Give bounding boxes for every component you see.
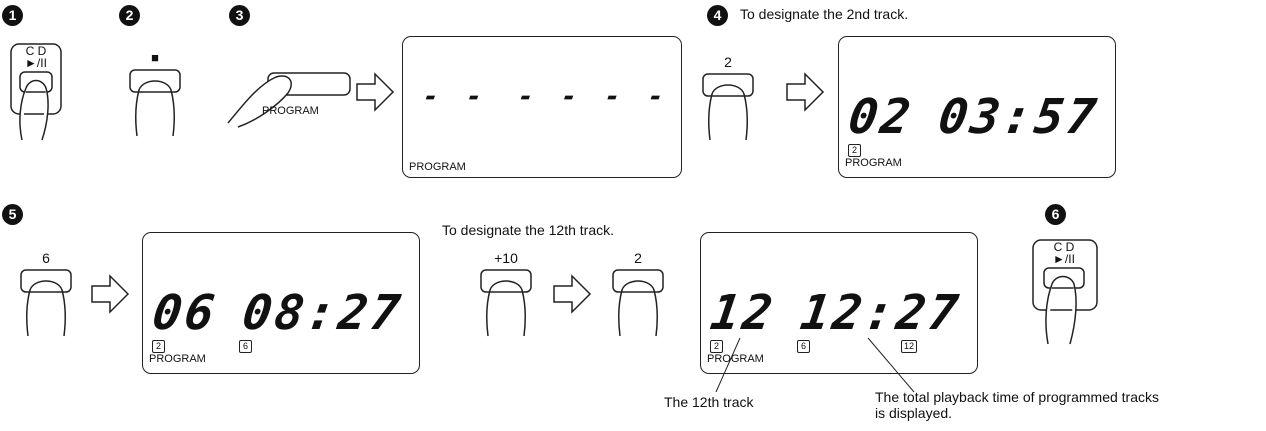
step4-caption: To designate the 2nd track. — [740, 6, 909, 22]
number-button-outline — [480, 269, 532, 337]
lcd-program-label: PROGRAM — [409, 161, 466, 173]
number-button-outline — [612, 269, 664, 337]
stop-button[interactable]: ■ — [127, 50, 187, 140]
number-2-label: 2 — [724, 54, 732, 70]
stop-button-outline — [129, 69, 181, 137]
number-2-button-second[interactable]: 2 — [610, 250, 670, 340]
program-box-6: 6 — [797, 340, 810, 353]
plus10-button[interactable]: +10 — [478, 250, 538, 340]
program-box-2: 2 — [152, 340, 165, 353]
track12-callout: The 12th track — [664, 394, 754, 410]
total-time-callout-line1: The total playback time of programmed tr… — [875, 389, 1160, 405]
total-time-callout-line2: is displayed. — [875, 405, 953, 421]
step-1-marker: 1 — [2, 5, 23, 26]
cd-play-pause-button-outline — [1032, 239, 1098, 345]
lcd-display-track-12: 12 12:27 2 6 12 PROGRAM — [700, 232, 978, 374]
arrow-right-icon — [91, 274, 130, 314]
number-button-outline — [702, 73, 754, 141]
program-button-label: PROGRAM — [262, 105, 319, 117]
cd-label: C D — [25, 44, 47, 58]
cd-label: C D — [1053, 240, 1075, 254]
lcd-display-track-06: 06 08:27 2 6 PROGRAM — [142, 232, 420, 374]
arrow-right-icon — [553, 274, 592, 314]
number-2-button[interactable]: 2 — [700, 54, 760, 144]
step-5-marker: 5 — [2, 204, 23, 225]
program-box-12: 12 — [901, 340, 917, 353]
program-box-2: 2 — [710, 340, 723, 353]
lcd-display-track-02: 02 03:57 2 PROGRAM — [838, 36, 1116, 178]
step-3-marker: 3 — [229, 5, 250, 26]
step-2-marker: 2 — [119, 5, 140, 26]
step5-caption: To designate the 12th track. — [442, 222, 614, 238]
cd-play-pause-button-6[interactable]: C D ►/II — [1030, 238, 1120, 348]
number-6-button[interactable]: 6 — [18, 250, 78, 340]
lcd-program-label: PROGRAM — [149, 353, 206, 365]
stop-icon: ■ — [151, 50, 159, 65]
program-button-outline — [227, 72, 351, 128]
number-2-label: 2 — [634, 250, 642, 266]
program-box-2: 2 — [848, 144, 861, 157]
cd-play-pause-button-1[interactable]: C D ►/II — [8, 42, 98, 142]
number-6-label: 6 — [42, 250, 50, 266]
program-button[interactable]: PROGRAM — [218, 65, 368, 135]
play-pause-icon: ►/II — [25, 56, 47, 70]
step-4-marker: 4 — [707, 5, 728, 26]
lcd-display-program-empty: - - - - - - PROGRAM — [402, 36, 682, 178]
number-button-outline — [20, 269, 72, 337]
plus10-label: +10 — [494, 250, 518, 266]
step-6-marker: 6 — [1045, 204, 1066, 225]
program-box-6: 6 — [239, 340, 252, 353]
lcd-program-label: PROGRAM — [845, 157, 902, 169]
cd-play-pause-button-outline — [10, 43, 62, 141]
arrow-right-icon — [786, 72, 825, 112]
play-pause-icon: ►/II — [1053, 252, 1075, 266]
lcd-program-label: PROGRAM — [707, 353, 764, 365]
arrow-right-icon — [356, 72, 395, 112]
